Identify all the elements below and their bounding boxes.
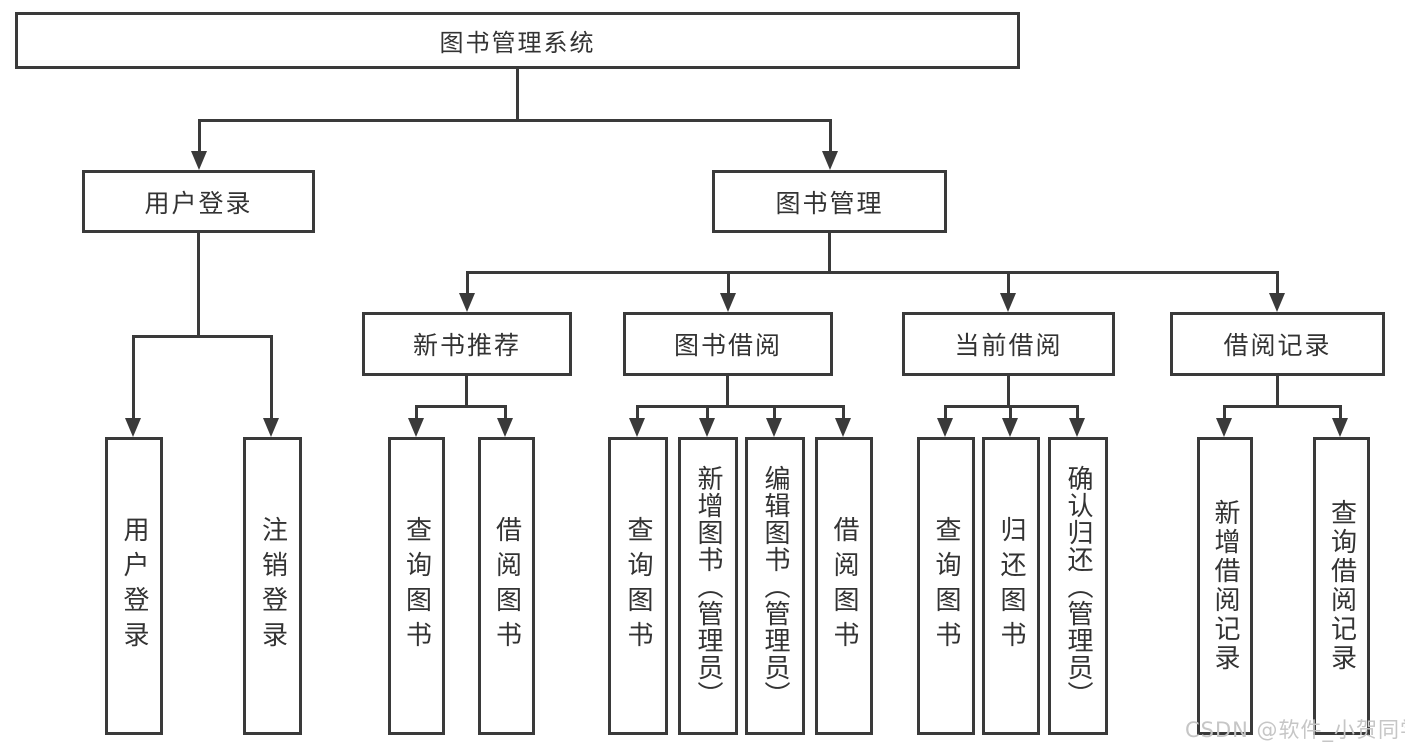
- leaf-logout: 注销登录: [243, 437, 302, 735]
- connector-line: [415, 405, 418, 419]
- arrowhead-icon: [1269, 293, 1285, 312]
- leaf-bb-borrow-books-label: 借阅图书: [829, 516, 859, 656]
- node-new-book-recommend-label: 新书推荐: [412, 331, 521, 360]
- node-borrow-records: 借阅记录: [1170, 312, 1385, 376]
- leaf-cb-query-books: 查询图书: [917, 437, 975, 735]
- connector-line: [132, 335, 273, 338]
- arrowhead-icon: [1000, 293, 1016, 312]
- leaf-bb-edit-books-admin-label: 编辑图书（管理员）: [760, 464, 790, 708]
- leaf-rec-query-record-label: 查询借阅记录: [1326, 499, 1357, 673]
- connector-line: [466, 271, 1279, 274]
- connector-line: [465, 376, 468, 406]
- leaf-rec-query-record: 查询借阅记录: [1313, 437, 1370, 735]
- connector-line: [1007, 271, 1010, 294]
- node-root: 图书管理系统: [15, 12, 1020, 69]
- connector-line: [1009, 405, 1012, 419]
- connector-line: [1276, 271, 1279, 294]
- leaf-user-login-label: 用户登录: [119, 516, 149, 656]
- connector-line: [466, 271, 469, 294]
- leaf-cb-confirm-return-admin-label: 确认归还（管理员）: [1063, 464, 1093, 708]
- leaf-nbr-query-books: 查询图书: [388, 437, 445, 735]
- node-book-borrow-label: 图书借阅: [673, 331, 782, 360]
- connector-line: [1223, 405, 1342, 408]
- connector-line: [198, 119, 832, 122]
- connector-line: [726, 376, 729, 406]
- arrowhead-icon: [699, 418, 715, 437]
- node-current-borrow: 当前借阅: [902, 312, 1115, 376]
- connector-line: [636, 405, 845, 408]
- connector-line: [1007, 376, 1010, 406]
- leaf-nbr-query-books-label: 查询图书: [401, 516, 432, 656]
- connector-line: [198, 119, 201, 152]
- leaf-bb-edit-books-admin: 编辑图书（管理员）: [745, 437, 805, 735]
- arrowhead-icon: [1216, 418, 1232, 437]
- arrowhead-icon: [937, 418, 953, 437]
- node-book-management: 图书管理: [712, 170, 947, 233]
- leaf-logout-label: 注销登录: [257, 516, 288, 656]
- arrowhead-icon: [497, 418, 513, 437]
- node-user-login-label: 用户登录: [144, 188, 253, 218]
- connector-line: [829, 119, 832, 152]
- leaf-cb-confirm-return-admin: 确认归还（管理员）: [1048, 437, 1108, 735]
- leaf-cb-return-books: 归还图书: [982, 437, 1040, 735]
- arrowhead-icon: [263, 418, 279, 437]
- leaf-user-login: 用户登录: [105, 437, 163, 735]
- node-book-borrow: 图书借阅: [623, 312, 833, 376]
- connector-line: [1223, 405, 1226, 419]
- node-current-borrow-label: 当前借阅: [954, 331, 1063, 360]
- leaf-bb-add-books-admin-label: 新增图书（管理员）: [693, 464, 723, 708]
- connector-line: [1076, 405, 1079, 419]
- arrowhead-icon: [191, 151, 207, 170]
- arrowhead-icon: [835, 418, 851, 437]
- arrowhead-icon: [1332, 418, 1348, 437]
- leaf-bb-query-books: 查询图书: [608, 437, 668, 735]
- arrowhead-icon: [720, 293, 736, 312]
- connector-line: [504, 405, 507, 419]
- connector-line: [132, 335, 135, 419]
- leaf-rec-add-record: 新增借阅记录: [1197, 437, 1253, 735]
- connector-line: [727, 271, 730, 294]
- connector-line: [415, 405, 507, 408]
- arrowhead-icon: [408, 418, 424, 437]
- connector-line: [197, 233, 200, 335]
- leaf-cb-query-books-label: 查询图书: [931, 516, 961, 656]
- leaf-bb-query-books-label: 查询图书: [623, 516, 653, 656]
- connector-line: [270, 335, 273, 419]
- arrowhead-icon: [822, 151, 838, 170]
- connector-line: [1276, 376, 1279, 406]
- connector-line: [516, 69, 519, 121]
- leaf-rec-add-record-label: 新增借阅记录: [1210, 499, 1240, 673]
- arrowhead-icon: [1002, 418, 1018, 437]
- arrowhead-icon: [459, 293, 475, 312]
- arrowhead-icon: [629, 418, 645, 437]
- connector-line: [944, 405, 947, 419]
- connector-line: [828, 233, 831, 271]
- node-borrow-records-label: 借阅记录: [1223, 331, 1332, 360]
- connector-line: [706, 405, 709, 419]
- leaf-cb-return-books-label: 归还图书: [996, 516, 1026, 656]
- leaf-bb-borrow-books: 借阅图书: [815, 437, 873, 735]
- node-book-management-label: 图书管理: [775, 188, 884, 218]
- node-root-label: 图书管理系统: [439, 29, 596, 57]
- connector-line: [773, 405, 776, 419]
- connector-line: [842, 405, 845, 419]
- watermark: CSDN @软件_小贺同学: [1185, 718, 1405, 742]
- leaf-nbr-borrow-books-label: 借阅图书: [491, 516, 522, 656]
- node-user-login: 用户登录: [82, 170, 315, 233]
- connector-line: [636, 405, 639, 419]
- leaf-bb-add-books-admin: 新增图书（管理员）: [678, 437, 738, 735]
- connector-line: [1339, 405, 1342, 419]
- node-new-book-recommend: 新书推荐: [362, 312, 572, 376]
- arrowhead-icon: [766, 418, 782, 437]
- arrowhead-icon: [1069, 418, 1085, 437]
- arrowhead-icon: [125, 418, 141, 437]
- leaf-nbr-borrow-books: 借阅图书: [478, 437, 535, 735]
